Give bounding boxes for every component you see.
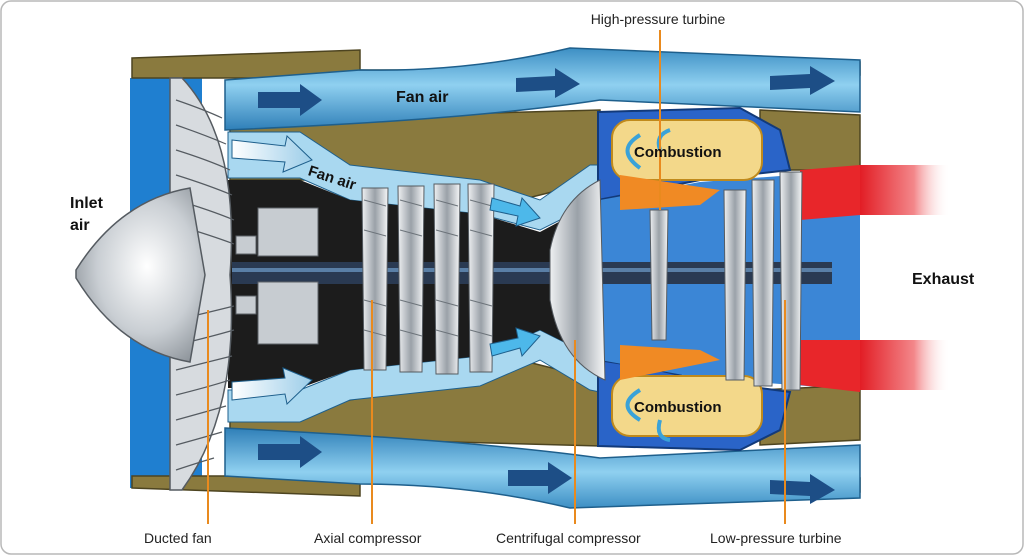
label-inlet-air-line2: air: [70, 217, 90, 234]
label-exhaust: Exhaust: [912, 271, 975, 288]
low-pressure-turbine-stages: [723, 171, 803, 391]
bypass-flow-arrows: [258, 66, 835, 504]
label-fan-air-top: Fan air: [396, 89, 448, 106]
label-centrifugal-compressor: Centrifugal compressor: [496, 530, 641, 546]
label-combustion-top: Combustion: [634, 144, 722, 161]
spinner-cone: [75, 187, 206, 363]
combustion-chamber-top: [611, 119, 763, 181]
core-flow-arrows: [231, 135, 313, 405]
label-ducted-fan: Ducted fan: [144, 530, 212, 546]
exhaust-flow-top: [860, 165, 950, 215]
label-combustion-bottom: Combustion: [634, 399, 722, 416]
reduction-gearbox: [235, 207, 319, 345]
label-high-pressure-turbine: High-pressure turbine: [591, 11, 726, 27]
combustion-chamber-bottom: [611, 375, 763, 437]
combustion-swirl-arrows: [625, 128, 671, 442]
centrifugal-compressor: [549, 179, 606, 381]
label-leader-lines: [207, 30, 786, 524]
label-low-pressure-turbine: Low-pressure turbine: [710, 530, 842, 546]
label-inlet-air-line1: Inlet: [70, 195, 104, 212]
label-axial-compressor: Axial compressor: [314, 530, 422, 546]
bypass-duct-bottom: [224, 427, 861, 509]
exhaust-flow-bottom: [860, 340, 950, 390]
axial-compressor-stages: [361, 183, 495, 375]
high-pressure-turbine-disc: [649, 209, 669, 341]
